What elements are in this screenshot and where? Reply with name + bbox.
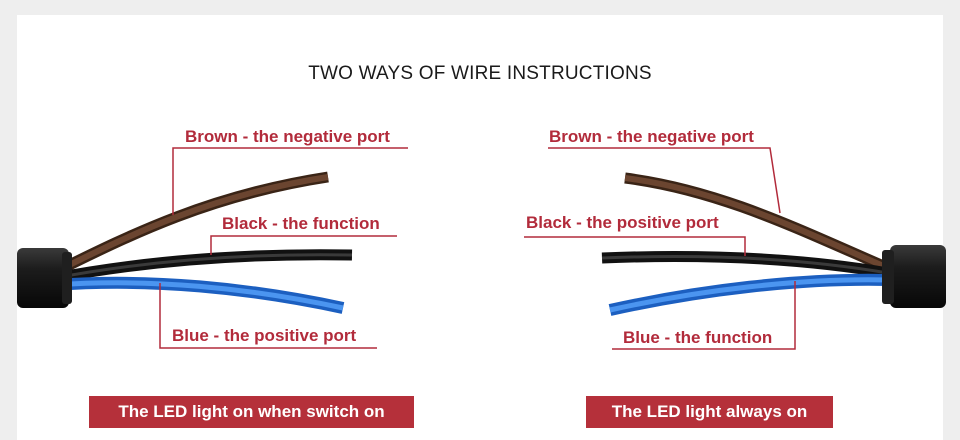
page-title: TWO WAYS OF WIRE INSTRUCTIONS	[308, 63, 652, 84]
right-cable	[601, 172, 946, 316]
left-leader-lines	[159, 147, 408, 349]
left-blue-leader	[159, 283, 377, 349]
right-blue-label: Blue - the function	[623, 328, 773, 347]
left-black-label: Black - the function	[222, 214, 380, 233]
left-banner: The LED light on when switch on	[89, 396, 414, 428]
left-black-leader	[210, 235, 397, 255]
left-brown-label: Brown - the negative port	[185, 127, 390, 146]
right-black-leader	[524, 236, 746, 256]
right-leader-lines	[524, 147, 796, 350]
left-blue-label: Blue - the positive port	[172, 326, 357, 345]
left-cable-sheath	[17, 248, 69, 308]
right-cable-sheath	[890, 245, 946, 308]
right-blue-wire	[608, 273, 889, 316]
right-black-label: Black - the positive port	[526, 213, 719, 232]
left-brown-leader	[172, 147, 408, 215]
right-blue-leader	[612, 281, 796, 350]
left-cable	[17, 171, 353, 314]
right-brown-label: Brown - the negative port	[549, 127, 754, 146]
right-banner: The LED light always on	[586, 396, 833, 428]
right-brown-leader	[548, 147, 781, 214]
